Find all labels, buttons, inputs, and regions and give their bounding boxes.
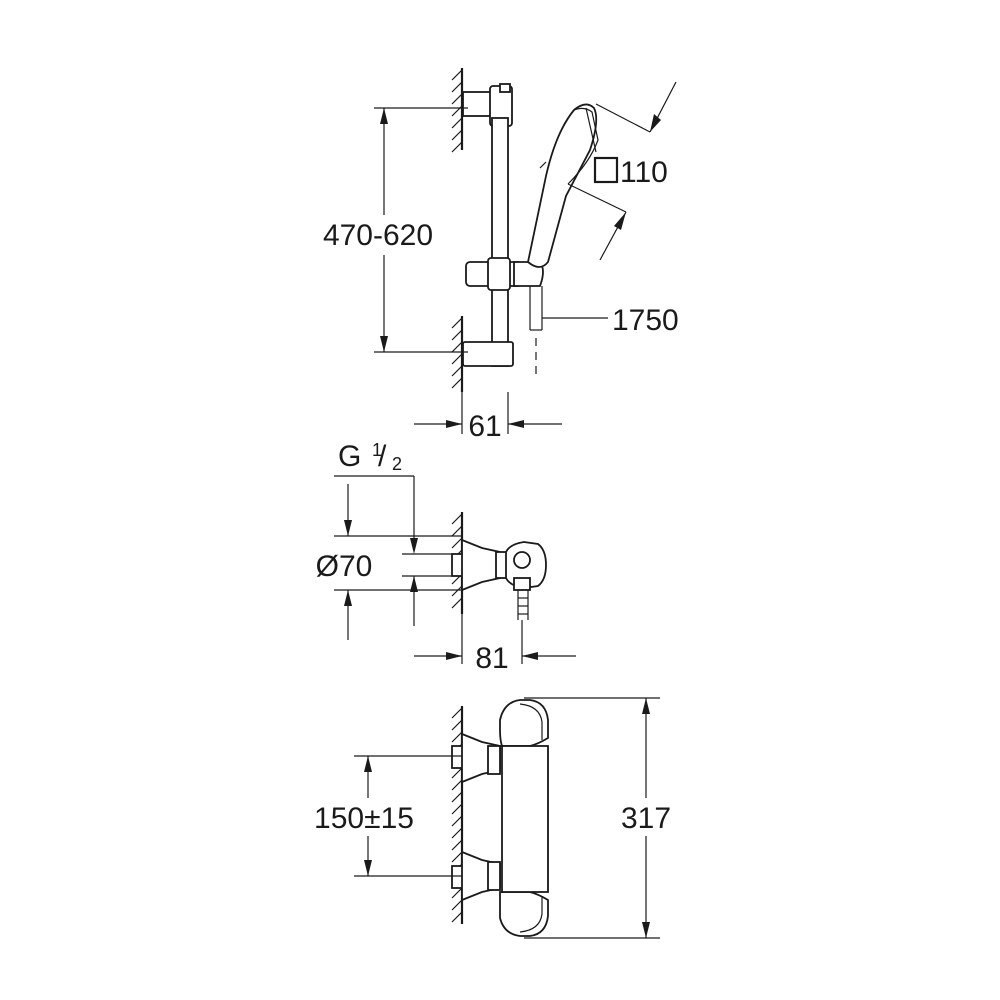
- wall-bottom-icon: [451, 706, 464, 924]
- hand-shower-size-label: 110: [620, 156, 668, 189]
- thread-numerator-label: 1: [372, 440, 382, 460]
- hose-icon: [529, 286, 543, 374]
- inlet-spacing-dimension: 150±15: [296, 755, 462, 877]
- thread-slash-label: /: [378, 440, 387, 473]
- thread-denominator-label: 2: [392, 454, 402, 474]
- rail-depth-dimension: 61: [414, 392, 562, 443]
- thread-letter-label: G: [338, 440, 361, 473]
- square-symbol-icon: [593, 156, 619, 184]
- rosette-diameter-dimension: Ø70: [300, 484, 462, 640]
- shower-head-dimension: 110: [567, 81, 677, 261]
- slider-icon: [465, 257, 544, 291]
- rail-depth-label: 61: [468, 410, 501, 443]
- height-range-label: 470-620: [323, 219, 433, 252]
- lower-connection-icon: [451, 850, 501, 902]
- shower-rail-icon: [491, 117, 509, 367]
- wall-upper-icon: [451, 68, 464, 153]
- hose-length-label: 1750: [612, 304, 679, 337]
- thread-size-dimension: G 1 / 2: [334, 440, 418, 626]
- hose-length-dimension: 1750: [542, 304, 679, 337]
- height-dimension: 470-620: [310, 107, 468, 353]
- wall-lower-icon: [451, 316, 464, 392]
- mixer-fitting-icon: [451, 538, 547, 620]
- inlet-spacing-label: 150±15: [314, 802, 414, 835]
- overall-height-dimension: 317: [524, 697, 686, 939]
- projection-dimension: 81: [414, 614, 576, 675]
- upper-connection-icon: [451, 732, 501, 784]
- mixer-side-view: 150±15 317: [296, 697, 686, 939]
- hand-shower-icon: [527, 103, 599, 268]
- projection-label: 81: [475, 642, 508, 675]
- overall-height-label: 317: [621, 802, 671, 835]
- thermostat-body-icon: [499, 699, 549, 937]
- shower-rail-view: 470-620 110 1750 61: [310, 68, 679, 443]
- lower-bracket-icon: [462, 341, 514, 367]
- mixer-top-view: G 1 / 2 Ø70: [300, 440, 576, 675]
- rosette-diameter-label: Ø70: [316, 550, 373, 583]
